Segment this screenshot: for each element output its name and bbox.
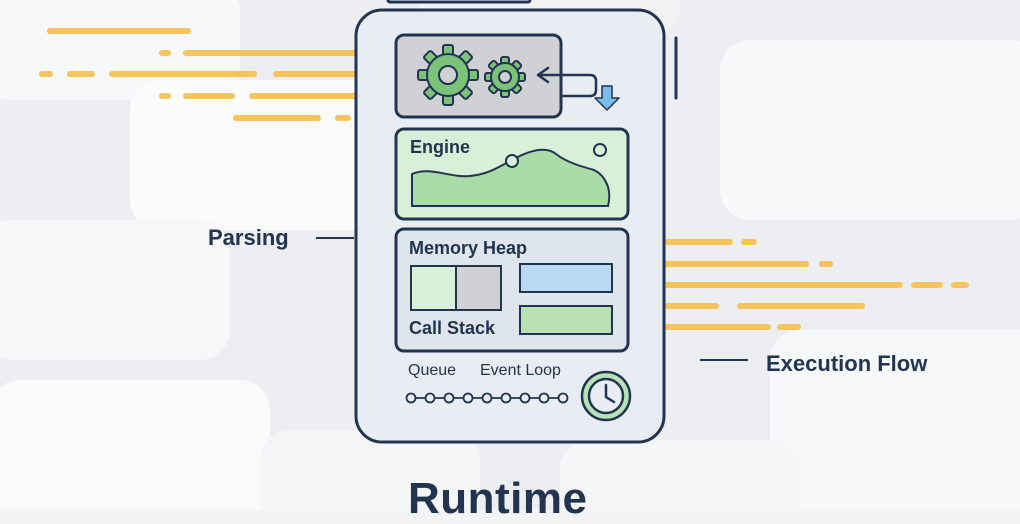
arrow-left-icon (540, 73, 598, 98)
device-top-tab (386, 0, 532, 4)
gear-icon (417, 44, 479, 106)
queue-label: Queue (408, 362, 457, 379)
event-loop-label: Event Loop (480, 362, 561, 379)
queue-chain-icon (405, 392, 569, 404)
engine-node-dot (593, 143, 607, 157)
heap-block-green (410, 265, 457, 311)
engine-node-dot (505, 154, 519, 168)
execution-flow-label: Execution Flow (766, 351, 928, 376)
clock-icon (580, 370, 632, 422)
engine-wave-graphic (411, 148, 611, 207)
call-stack-label: Call Stack (409, 318, 496, 338)
stack-block-green (519, 305, 613, 335)
gear-panel (394, 33, 598, 119)
parsing-label: Parsing (208, 225, 289, 250)
heap-block-gray (455, 265, 502, 311)
engine-label: Engine (410, 137, 471, 157)
engine-panel (394, 127, 630, 221)
heap-block-blue (519, 263, 613, 293)
memory-panel (394, 227, 630, 353)
diagram-canvas (0, 0, 1020, 510)
gear-icon (484, 56, 526, 98)
diagram-title: Runtime (408, 474, 588, 523)
arrow-down-icon (594, 85, 620, 111)
memory-heap-label: Memory Heap (409, 238, 528, 258)
